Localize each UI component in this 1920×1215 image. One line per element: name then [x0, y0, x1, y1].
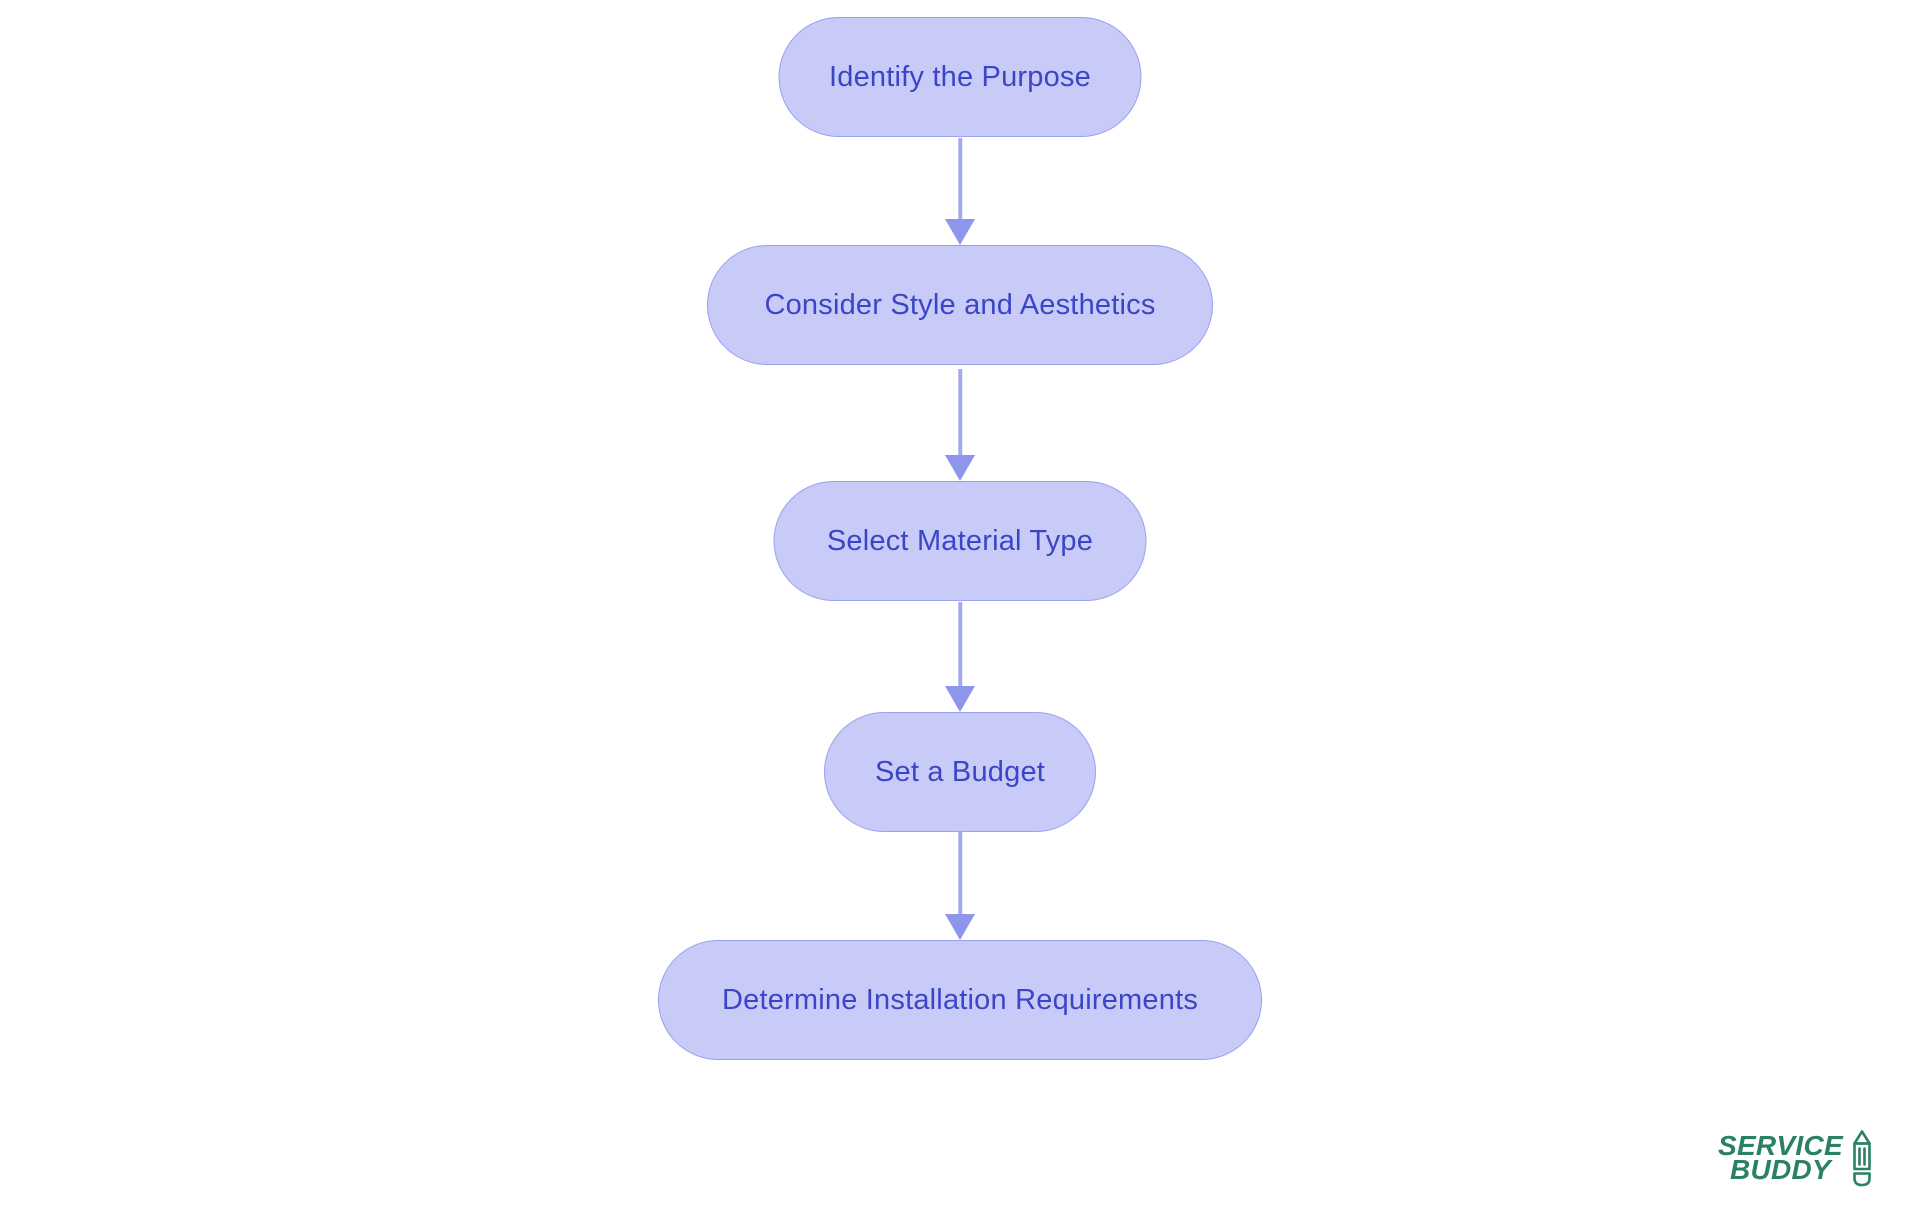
flow-node-label: Consider Style and Aesthetics	[764, 288, 1156, 321]
flow-node-installation-requirements: Determine Installation Requirements	[658, 940, 1262, 1060]
flow-node-label: Identify the Purpose	[829, 60, 1091, 93]
arrow-line	[958, 369, 962, 458]
flow-node-identify-purpose: Identify the Purpose	[778, 17, 1142, 137]
pencil-icon	[1853, 1130, 1871, 1187]
flow-arrow-4	[945, 831, 975, 940]
flow-node-budget: Set a Budget	[824, 712, 1096, 832]
flow-node-label: Select Material Type	[826, 524, 1094, 557]
flow-arrow-2	[945, 369, 975, 481]
arrow-line	[958, 138, 962, 222]
flow-arrow-1	[945, 138, 975, 245]
arrow-head-icon	[945, 914, 975, 940]
arrow-line	[958, 602, 962, 689]
flow-node-label: Determine Installation Requirements	[721, 983, 1199, 1016]
arrow-head-icon	[945, 219, 975, 245]
flow-node-material-type: Select Material Type	[773, 481, 1147, 601]
flow-node-label: Set a Budget	[874, 755, 1046, 788]
arrow-head-icon	[945, 686, 975, 712]
arrow-head-icon	[945, 455, 975, 481]
flow-arrow-3	[945, 602, 975, 712]
arrow-line	[958, 831, 962, 917]
logo-line2: BUDDY	[1729, 1154, 1832, 1185]
logo-line1: SERVICE	[1717, 1130, 1843, 1162]
flow-node-style-aesthetics: Consider Style and Aesthetics	[707, 245, 1213, 365]
service-buddy-logo: SERVICE BUDDY	[1718, 1129, 1874, 1187]
logo-wordmark: SERVICE BUDDY	[1717, 1130, 1843, 1185]
